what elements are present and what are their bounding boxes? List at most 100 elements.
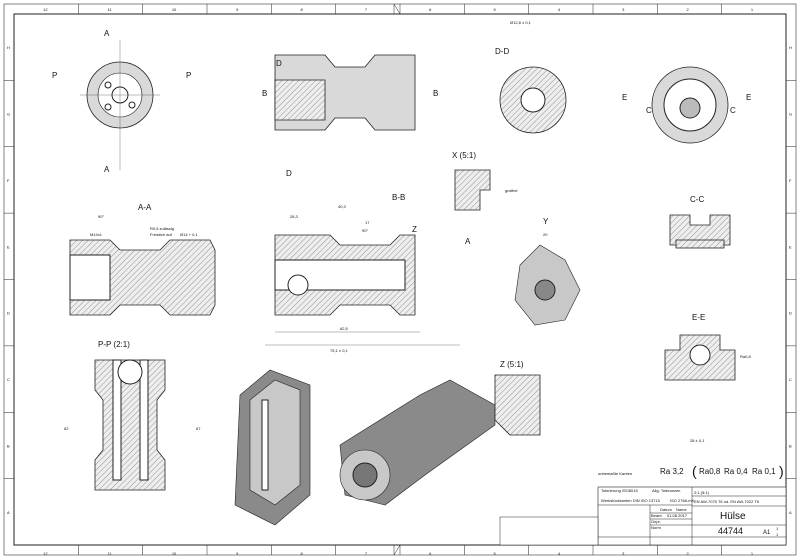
isometric-view-1 xyxy=(234,369,311,526)
column-marker: 6 xyxy=(429,7,432,12)
drawing-title: Hülse xyxy=(720,511,746,522)
date-label: Datum xyxy=(660,507,672,512)
aa-note1: R0,5 zulässig xyxy=(150,226,174,231)
row-marker: E xyxy=(789,244,792,249)
section-pp: P-P (2:1) 62 67 xyxy=(64,340,201,491)
row-marker: E xyxy=(7,244,10,249)
ee-dim: 28 ± 0,1 xyxy=(690,438,705,443)
pp-len: 62 xyxy=(64,426,69,431)
svg-text:A: A xyxy=(465,237,471,246)
svg-text:E: E xyxy=(746,93,751,102)
detail-z-label: Z (5:1) xyxy=(500,360,524,369)
tolerancing: Tolerierung ISO8015 xyxy=(601,488,638,493)
ra-general: Ra 3,2 xyxy=(660,467,684,476)
column-marker: 12 xyxy=(43,551,48,556)
svg-text:P: P xyxy=(52,71,57,80)
general-tolerance: Allg. Toleranzen xyxy=(652,488,680,493)
section-cc: C-C xyxy=(669,195,731,249)
svg-text:B: B xyxy=(433,89,438,98)
section-bb-label: B-B xyxy=(392,193,405,202)
sheet-number: 1 xyxy=(776,526,779,531)
edge-note: unbemaßte Kanten xyxy=(598,471,632,476)
detail-z: Z (5:1) xyxy=(494,360,541,436)
checked-label: Gepr. xyxy=(651,519,661,524)
bb-depth: 26,3 xyxy=(290,214,299,219)
material: EN AW-7075 T6 od. EN AW-7022 T6 xyxy=(694,499,760,504)
row-marker: G xyxy=(789,112,792,117)
isometric-view-2 xyxy=(339,379,496,506)
svg-text:A: A xyxy=(104,165,110,174)
column-marker: 4 xyxy=(558,7,561,12)
svg-text:D: D xyxy=(286,169,292,178)
detail-x: X (5:1) gratfrei xyxy=(452,151,518,211)
scale: 2:1 (5:1) xyxy=(694,490,710,495)
edge-standard: Werkstückkanten DIN ISO 13715 xyxy=(601,498,661,503)
column-marker: 2 xyxy=(687,551,690,556)
name-label: Name xyxy=(676,507,687,512)
x-note: gratfrei xyxy=(505,188,518,193)
row-marker: B xyxy=(7,443,10,448)
iso-standard: ISO 2768-mK xyxy=(670,498,695,503)
ra-value-2: Ra 0,4 xyxy=(724,467,748,476)
surface-finish-notes: unbemaßte Kanten Ra 3,2 ( Ra0,8 Ra 0,4 R… xyxy=(598,463,784,479)
column-marker: 11 xyxy=(108,551,113,556)
aa-thread: M14x1 xyxy=(90,232,103,237)
svg-text:(: ( xyxy=(692,463,697,479)
svg-text:P: P xyxy=(186,71,191,80)
row-marker: D xyxy=(7,311,10,316)
centering-mark xyxy=(393,3,401,556)
section-dd-label: D-D xyxy=(495,47,509,56)
row-marker: A xyxy=(789,510,792,515)
bb-17: 17 xyxy=(365,220,370,225)
drawn-label: Bearb. xyxy=(651,513,663,518)
date-value: 01.08.2017 xyxy=(667,513,688,518)
drawing-number: 44744 xyxy=(718,526,743,536)
svg-text:B: B xyxy=(262,89,267,98)
pp-len2: 67 xyxy=(196,426,201,431)
aa-note2: Freistich auf xyxy=(150,232,173,237)
row-marker: B xyxy=(789,443,792,448)
dd-diameter: Ø12,8 ± 0,1 xyxy=(510,20,532,25)
column-marker: 2 xyxy=(687,7,690,12)
row-marker: A xyxy=(7,510,10,515)
svg-text:Z: Z xyxy=(412,225,417,234)
bb-top: 40,3 xyxy=(338,204,347,209)
detail-y: Y 20 xyxy=(514,217,581,326)
row-marker: D xyxy=(789,311,792,316)
svg-text:C: C xyxy=(646,106,652,115)
detail-y-label: Y xyxy=(543,217,549,226)
aa-diameter: Ø14 + 0,1 xyxy=(180,232,198,237)
aa-angle: 90° xyxy=(98,214,104,219)
column-marker: 7 xyxy=(365,7,368,12)
format: A1 xyxy=(763,530,771,536)
row-marker: F xyxy=(7,178,10,183)
column-marker: 12 xyxy=(43,7,48,12)
row-marker: G xyxy=(7,112,10,117)
row-marker: F xyxy=(789,178,792,183)
row-marker: C xyxy=(7,377,10,382)
norm-label: Norm xyxy=(651,525,661,530)
column-marker: 8 xyxy=(301,551,304,556)
bb-length: 75,1 ± 0,1 xyxy=(330,348,349,353)
detail-x-label: X (5:1) xyxy=(452,151,476,160)
ee-ra: Ra0,8 xyxy=(740,354,751,359)
column-marker: 10 xyxy=(172,551,177,556)
column-marker: 4 xyxy=(558,551,561,556)
section-ee-label: E-E xyxy=(692,313,705,322)
ra-value-1: Ra0,8 xyxy=(699,467,721,476)
column-marker: 5 xyxy=(494,7,497,12)
column-marker: 1 xyxy=(751,7,754,12)
sheet-count: 1 xyxy=(776,532,779,537)
column-marker: 8 xyxy=(301,7,304,12)
section-aa: A-A 90° M14x1 R0,5 zulässig Freistich au… xyxy=(69,203,216,316)
section-dd: D-D Ø12,8 ± 0,1 xyxy=(495,20,567,134)
section-ee: E-E Ra0,8 28 ± 0,1 xyxy=(664,313,751,443)
section-pp-label: P-P (2:1) xyxy=(98,340,130,349)
row-marker: C xyxy=(789,377,792,382)
